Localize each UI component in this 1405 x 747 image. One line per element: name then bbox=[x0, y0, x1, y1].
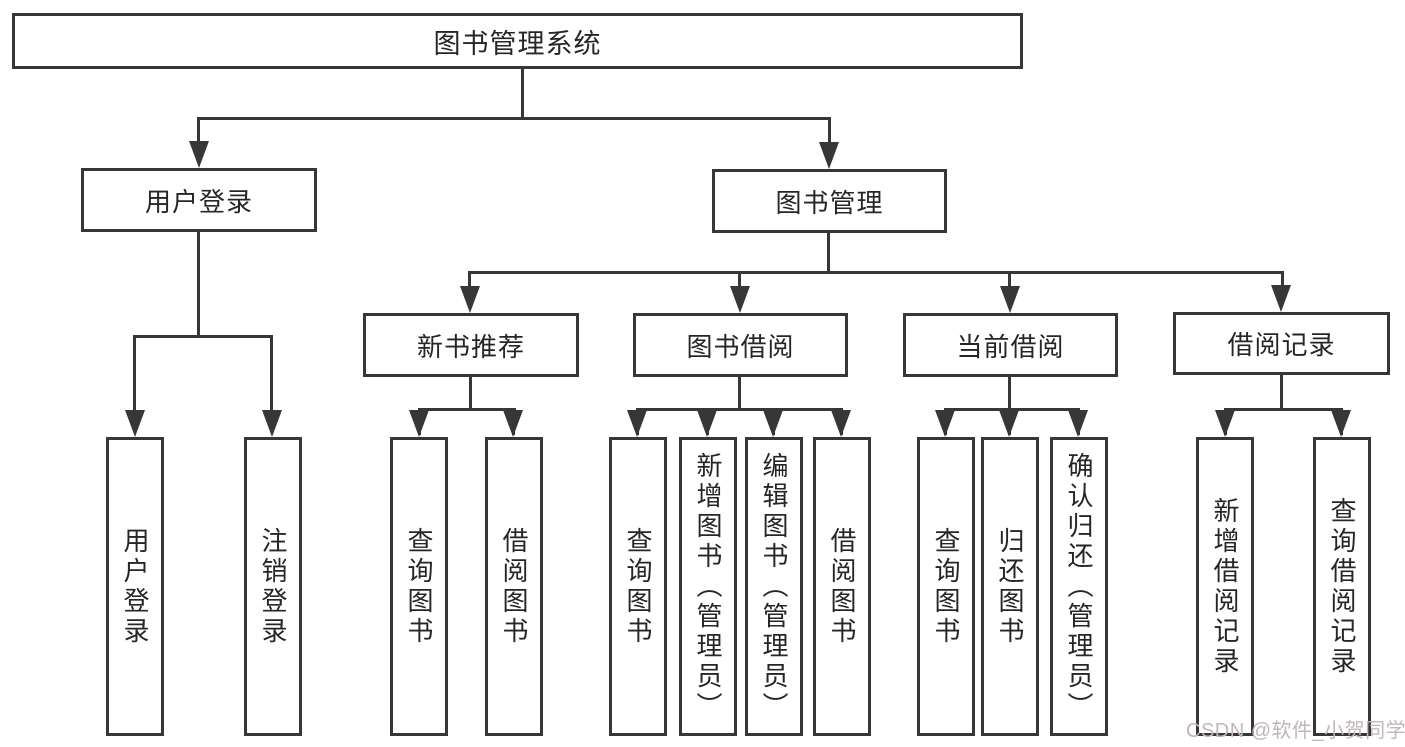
box-user-login: 用户登录 bbox=[81, 168, 317, 232]
connector-drop-book-mgmt bbox=[828, 117, 831, 147]
arrowhead-br2 bbox=[1331, 410, 1351, 437]
leaf-borrow-book-borrow: 借阅图书 bbox=[813, 437, 871, 736]
box-book-borrow-label: 图书借阅 bbox=[686, 331, 795, 362]
connector-record-stem bbox=[1280, 375, 1283, 411]
leaf-add-book-admin: 新增图书（管理员） bbox=[679, 437, 737, 736]
connector-drop-current-borrow bbox=[1008, 271, 1011, 289]
arrowhead-bb1 bbox=[627, 410, 647, 437]
connector-new-book-stem bbox=[469, 377, 472, 411]
arrowhead-bb2 bbox=[697, 410, 717, 437]
arrowhead-book-mgmt bbox=[819, 142, 839, 169]
leaf-query-book-current-label: 查询图书 bbox=[931, 526, 961, 647]
connector-root-rail bbox=[197, 117, 831, 120]
connector-record-rail bbox=[1224, 408, 1343, 411]
connector-drop-borrow-record bbox=[1281, 271, 1284, 289]
arrowhead-leaf-logout bbox=[262, 410, 282, 437]
box-new-book-recommend: 新书推荐 bbox=[363, 313, 579, 377]
leaf-confirm-return-admin-label: 确认归还（管理员） bbox=[1064, 451, 1094, 722]
arrowhead-cb3 bbox=[1068, 410, 1088, 437]
arrowhead-leaf-user-login bbox=[125, 410, 145, 437]
leaf-borrow-book-newbook: 借阅图书 bbox=[485, 437, 543, 736]
connector-book-mgmt-stem bbox=[827, 233, 830, 273]
leaf-add-borrow-record-label: 新增借阅记录 bbox=[1210, 496, 1240, 677]
arrowhead-borrow-record bbox=[1271, 285, 1291, 312]
box-current-borrow-label: 当前借阅 bbox=[956, 331, 1065, 362]
box-new-book-recommend-label: 新书推荐 bbox=[416, 331, 525, 362]
arrowhead-book-borrow bbox=[730, 286, 750, 313]
leaf-add-book-admin-label: 新增图书（管理员） bbox=[693, 451, 723, 722]
leaf-borrow-book-newbook-label: 借阅图书 bbox=[499, 526, 529, 647]
leaf-logout: 注销登录 bbox=[244, 437, 302, 736]
connector-book-borrow-stem bbox=[738, 377, 741, 411]
connector-level3-rail bbox=[468, 271, 1284, 274]
connector-drop-book-borrow bbox=[738, 271, 741, 289]
arrowhead-cb1 bbox=[935, 410, 955, 437]
leaf-user-login-label: 用户登录 bbox=[120, 526, 150, 647]
arrowhead-bb3 bbox=[763, 410, 783, 437]
arrowhead-br1 bbox=[1215, 410, 1235, 437]
leaf-logout-label: 注销登录 bbox=[258, 526, 288, 647]
connector-drop-new-book bbox=[468, 271, 471, 289]
leaf-query-borrow-record: 查询借阅记录 bbox=[1313, 437, 1371, 736]
leaf-query-book-borrow-label: 查询图书 bbox=[623, 526, 653, 647]
box-book-borrow: 图书借阅 bbox=[633, 313, 848, 377]
connector-drop-user-login bbox=[197, 117, 200, 147]
connector-book-borrow-rail bbox=[636, 408, 843, 411]
box-borrow-record: 借阅记录 bbox=[1173, 312, 1390, 375]
leaf-confirm-return-admin: 确认归还（管理员） bbox=[1050, 437, 1108, 736]
leaf-query-book-borrow: 查询图书 bbox=[609, 437, 667, 736]
connector-drop-leaf-logout bbox=[270, 335, 273, 413]
arrowhead-current-borrow bbox=[1000, 286, 1020, 313]
leaf-borrow-book-borrow-label: 借阅图书 bbox=[827, 526, 857, 647]
box-book-mgmt: 图书管理 bbox=[712, 169, 947, 233]
box-user-login-label: 用户登录 bbox=[144, 186, 253, 217]
leaf-return-book-label: 归还图书 bbox=[995, 526, 1025, 647]
box-root-label: 图书管理系统 bbox=[433, 28, 602, 59]
leaf-edit-book-admin-label: 编辑图书（管理员） bbox=[759, 451, 789, 722]
connector-current-stem bbox=[1008, 377, 1011, 411]
leaf-edit-book-admin: 编辑图书（管理员） bbox=[745, 437, 803, 736]
leaf-user-login: 用户登录 bbox=[106, 437, 164, 736]
arrowhead-bb4 bbox=[831, 410, 851, 437]
leaf-query-book-newbook-label: 查询图书 bbox=[404, 526, 434, 647]
connector-drop-leaf-user-login bbox=[133, 335, 136, 413]
connector-user-rail bbox=[133, 335, 273, 338]
box-current-borrow: 当前借阅 bbox=[903, 313, 1118, 377]
box-book-mgmt-label: 图书管理 bbox=[775, 187, 884, 218]
arrowhead-nb1 bbox=[409, 410, 429, 437]
box-borrow-record-label: 借阅记录 bbox=[1227, 330, 1336, 360]
box-root: 图书管理系统 bbox=[12, 13, 1023, 69]
leaf-add-borrow-record: 新增借阅记录 bbox=[1196, 437, 1254, 736]
arrowhead-user-login bbox=[189, 141, 209, 168]
connector-user-stem bbox=[197, 232, 200, 338]
connector-current-rail bbox=[944, 408, 1080, 411]
connector-new-book-rail bbox=[418, 408, 516, 411]
leaf-query-book-current: 查询图书 bbox=[917, 437, 975, 736]
arrowhead-nb2 bbox=[503, 410, 523, 437]
leaf-return-book: 归还图书 bbox=[981, 437, 1039, 736]
leaf-query-book-newbook: 查询图书 bbox=[390, 437, 448, 736]
arrowhead-new-book bbox=[460, 286, 480, 313]
leaf-query-borrow-record-label: 查询借阅记录 bbox=[1327, 496, 1357, 677]
connector-root-stem bbox=[521, 69, 524, 120]
watermark-text: CSDN @软件_小贺同学 bbox=[1186, 720, 1405, 742]
arrowhead-cb2 bbox=[999, 410, 1019, 437]
